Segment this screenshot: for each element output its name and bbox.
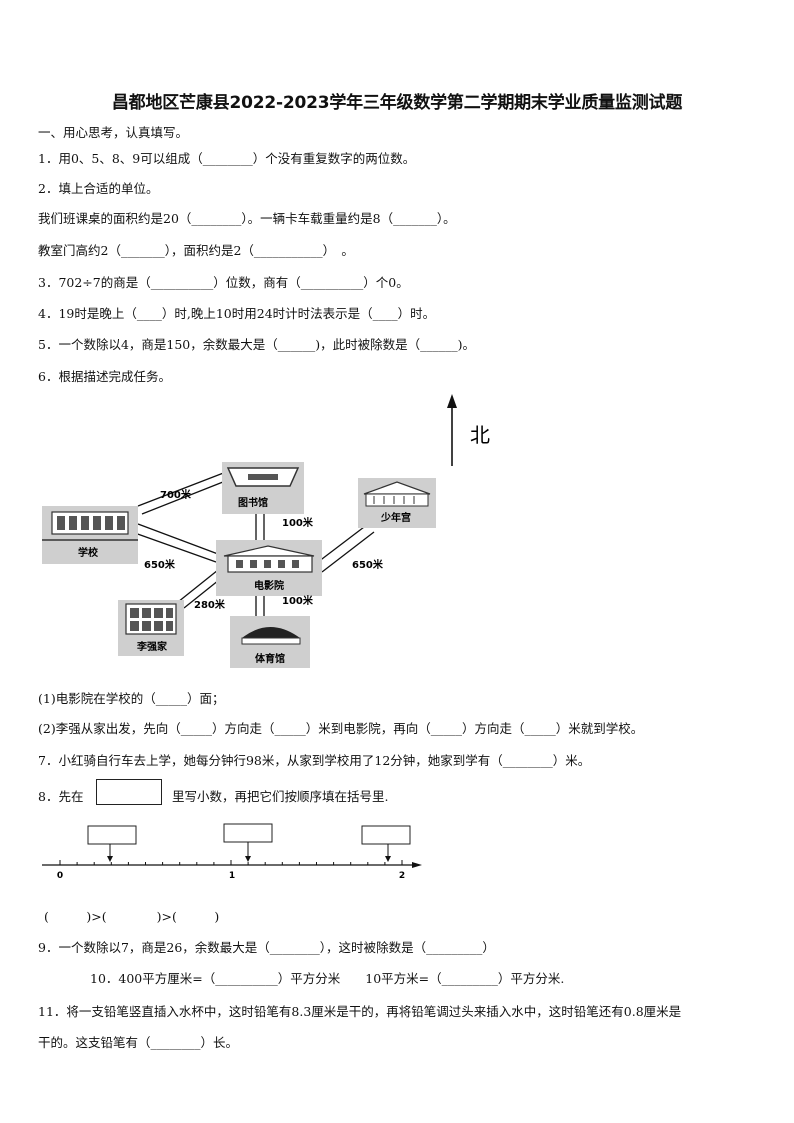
school-label: 学校: [78, 546, 99, 559]
question-2a: 我们班课桌的面积约是20（________）。一辆卡车载重量约是8（______…: [38, 211, 456, 226]
number-line-box-2[interactable]: [223, 823, 273, 843]
number-line-box-1[interactable]: [87, 825, 137, 845]
school-icon: [42, 506, 138, 564]
question-3: 3．702÷7的商是（__________）位数，商有（__________）个…: [38, 275, 409, 290]
distance-cinema-palace: 650米: [352, 558, 384, 571]
page-title: 昌都地区芒康县2022-2023学年三年级数学第二学期期末学业质量监测试题: [111, 93, 683, 113]
library-label: 图书馆: [238, 496, 268, 509]
decimal-answer-box[interactable]: [96, 779, 162, 805]
map-figure: 北 图书馆 少年宫: [42, 394, 490, 668]
number-line: 0 1 2: [42, 823, 422, 881]
question-9: 9．一个数除以7，商是26，余数最大是（________），这时被除数是（___…: [38, 940, 495, 955]
question-2: 2．填上合适的单位。: [38, 181, 159, 196]
gym-label: 体育馆: [255, 652, 285, 665]
tick-label-2: 2: [399, 871, 405, 881]
youth-palace-icon: [358, 478, 436, 528]
tick-label-1: 1: [229, 871, 235, 881]
question-6: 6．根据描述完成任务。: [38, 369, 171, 384]
question-8-order: ( )>( )>( ): [44, 909, 220, 924]
question-10: 10．400平方厘米=（__________）平方分米 10平方米=（_____…: [90, 971, 565, 986]
cinema-icon: [216, 540, 322, 596]
north-label: 北: [470, 423, 490, 447]
question-4: 4．19时是晚上（____）时,晚上10时用24时计时法表示是（____）时。: [38, 306, 436, 321]
youth-palace-label: 少年宫: [380, 511, 411, 524]
distance-library-cinema: 100米: [282, 516, 314, 529]
distance-school-library: 700米: [160, 488, 192, 501]
question-8-prefix: 8．先在: [38, 789, 84, 804]
home-icon: [118, 600, 184, 656]
question-6-2: (2)李强从家出发，先向（_____）方向走（_____）米到电影院，再向（__…: [38, 721, 644, 736]
question-7: 7．小红骑自行车去上学，她每分钟行98米，从家到学校用了12分钟，她家到学有（_…: [38, 753, 591, 768]
distance-school-cinema: 650米: [144, 558, 176, 571]
number-line-box-3[interactable]: [361, 825, 411, 845]
question-6-1: (1)电影院在学校的（_____）面；: [38, 691, 225, 706]
distance-cinema-gym: 100米: [282, 594, 314, 607]
question-8-suffix: 里写小数，再把它们按顺序填在括号里.: [172, 789, 389, 804]
distance-home-cinema: 280米: [194, 598, 226, 611]
gym-icon: [230, 616, 310, 668]
cinema-label: 电影院: [254, 579, 284, 592]
question-2b: 教室门高约2（_______），面积约是2（___________） 。: [38, 243, 354, 258]
question-1: 1．用0、5、8、9可以组成（________）个没有重复数字的两位数。: [38, 151, 416, 166]
question-11b: 干的。这支铅笔有（________）长。: [38, 1035, 239, 1050]
question-11a: 11．将一支铅笔竖直插入水杯中，这时铅笔有8.3厘米是干的，再将铅笔调过头来插入…: [38, 1004, 682, 1019]
question-5: 5．一个数除以4，商是150，余数最大是（______)，此时被除数是（____…: [38, 337, 476, 352]
home-label: 李强家: [136, 640, 168, 653]
tick-label-0: 0: [57, 871, 63, 881]
library-icon: [222, 462, 304, 514]
north-arrow-icon: [447, 394, 457, 466]
section-heading: 一、用心思考，认真填写。: [38, 125, 189, 140]
